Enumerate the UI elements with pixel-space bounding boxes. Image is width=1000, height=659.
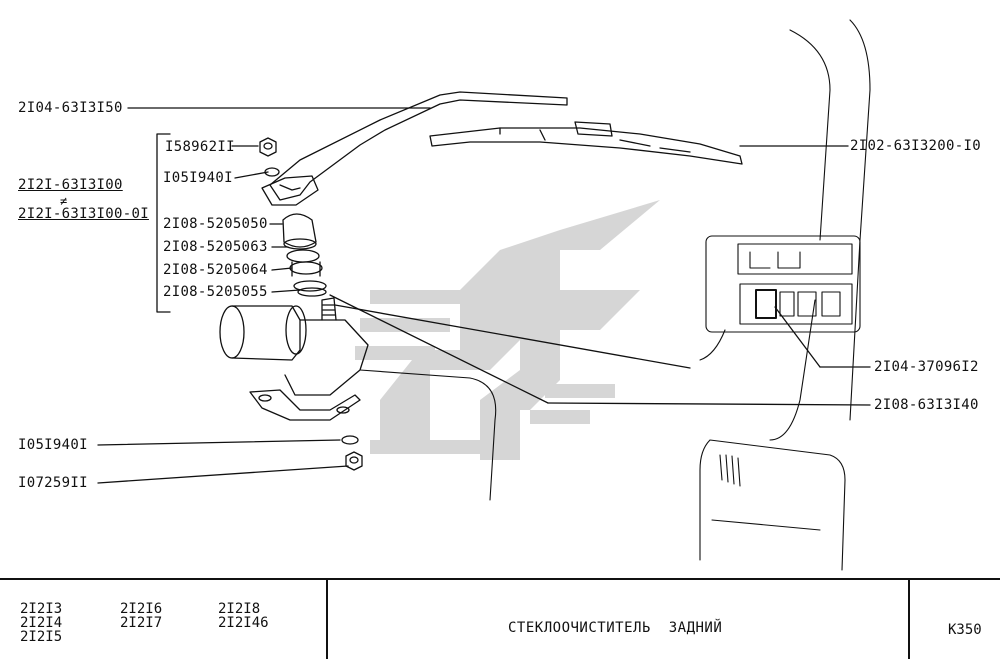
model-code: 2I2I4 (20, 615, 63, 631)
assembly-bracket (156, 133, 171, 313)
label-seal-3: 2I08-5205064 (163, 262, 268, 278)
title-block-divider (326, 580, 328, 659)
model-code: 2I2I6 (120, 601, 163, 617)
label-washer-top: I05I940I (163, 170, 233, 186)
title-block-divider (908, 580, 910, 659)
title-block: 2I2I3 2I2I4 2I2I5 2I2I6 2I2I7 2I2I8 2I2I… (0, 578, 1000, 659)
model-code: 2I2I46 (218, 615, 269, 631)
label-washer-bottom: I05I940I (18, 437, 88, 453)
model-code: 2I2I8 (218, 601, 261, 617)
wiper-blade (429, 127, 743, 165)
label-seal-2: 2I08-5205063 (163, 239, 268, 255)
exploded-view-drawing (97, 19, 871, 571)
washer-bottom (341, 435, 359, 445)
seals-stack (282, 213, 327, 297)
label-motor: 2I08-63I3I40 (874, 397, 979, 413)
label-assembly-a: 2I2I-63I3I00 (18, 177, 123, 193)
label-switch: 2I04-37096I2 (874, 359, 979, 375)
washer-top (264, 167, 280, 177)
label-seal-1: 2I08-5205050 (163, 216, 268, 232)
label-assembly-b: 2I2I-63I3I00-0I (18, 206, 149, 222)
model-code: 2I2I7 (120, 615, 163, 631)
model-code: 2I2I3 (20, 601, 63, 617)
watermark-logo (355, 200, 660, 460)
label-nut-bottom: I07259II (18, 475, 88, 491)
model-code: 2I2I5 (20, 629, 63, 645)
nut-top (259, 137, 277, 157)
wiper-motor (219, 297, 369, 421)
nut-bottom (345, 451, 363, 471)
switch-panel (705, 235, 861, 333)
car-body-outline (359, 19, 871, 571)
label-seal-4: 2I08-5205055 (163, 284, 268, 300)
label-nut-top: I58962II (165, 139, 235, 155)
label-arm: 2I04-63I3I50 (18, 100, 123, 116)
drawing-title: СТЕКЛООЧИСТИТЕЛЬ ЗАДНИЙ (508, 620, 723, 636)
sheet-code: К350 (948, 622, 982, 638)
wiper-arm (269, 91, 568, 201)
label-blade: 2I02-63I3200-I0 (850, 138, 981, 154)
not-equal-sign: ≠ (60, 194, 68, 208)
